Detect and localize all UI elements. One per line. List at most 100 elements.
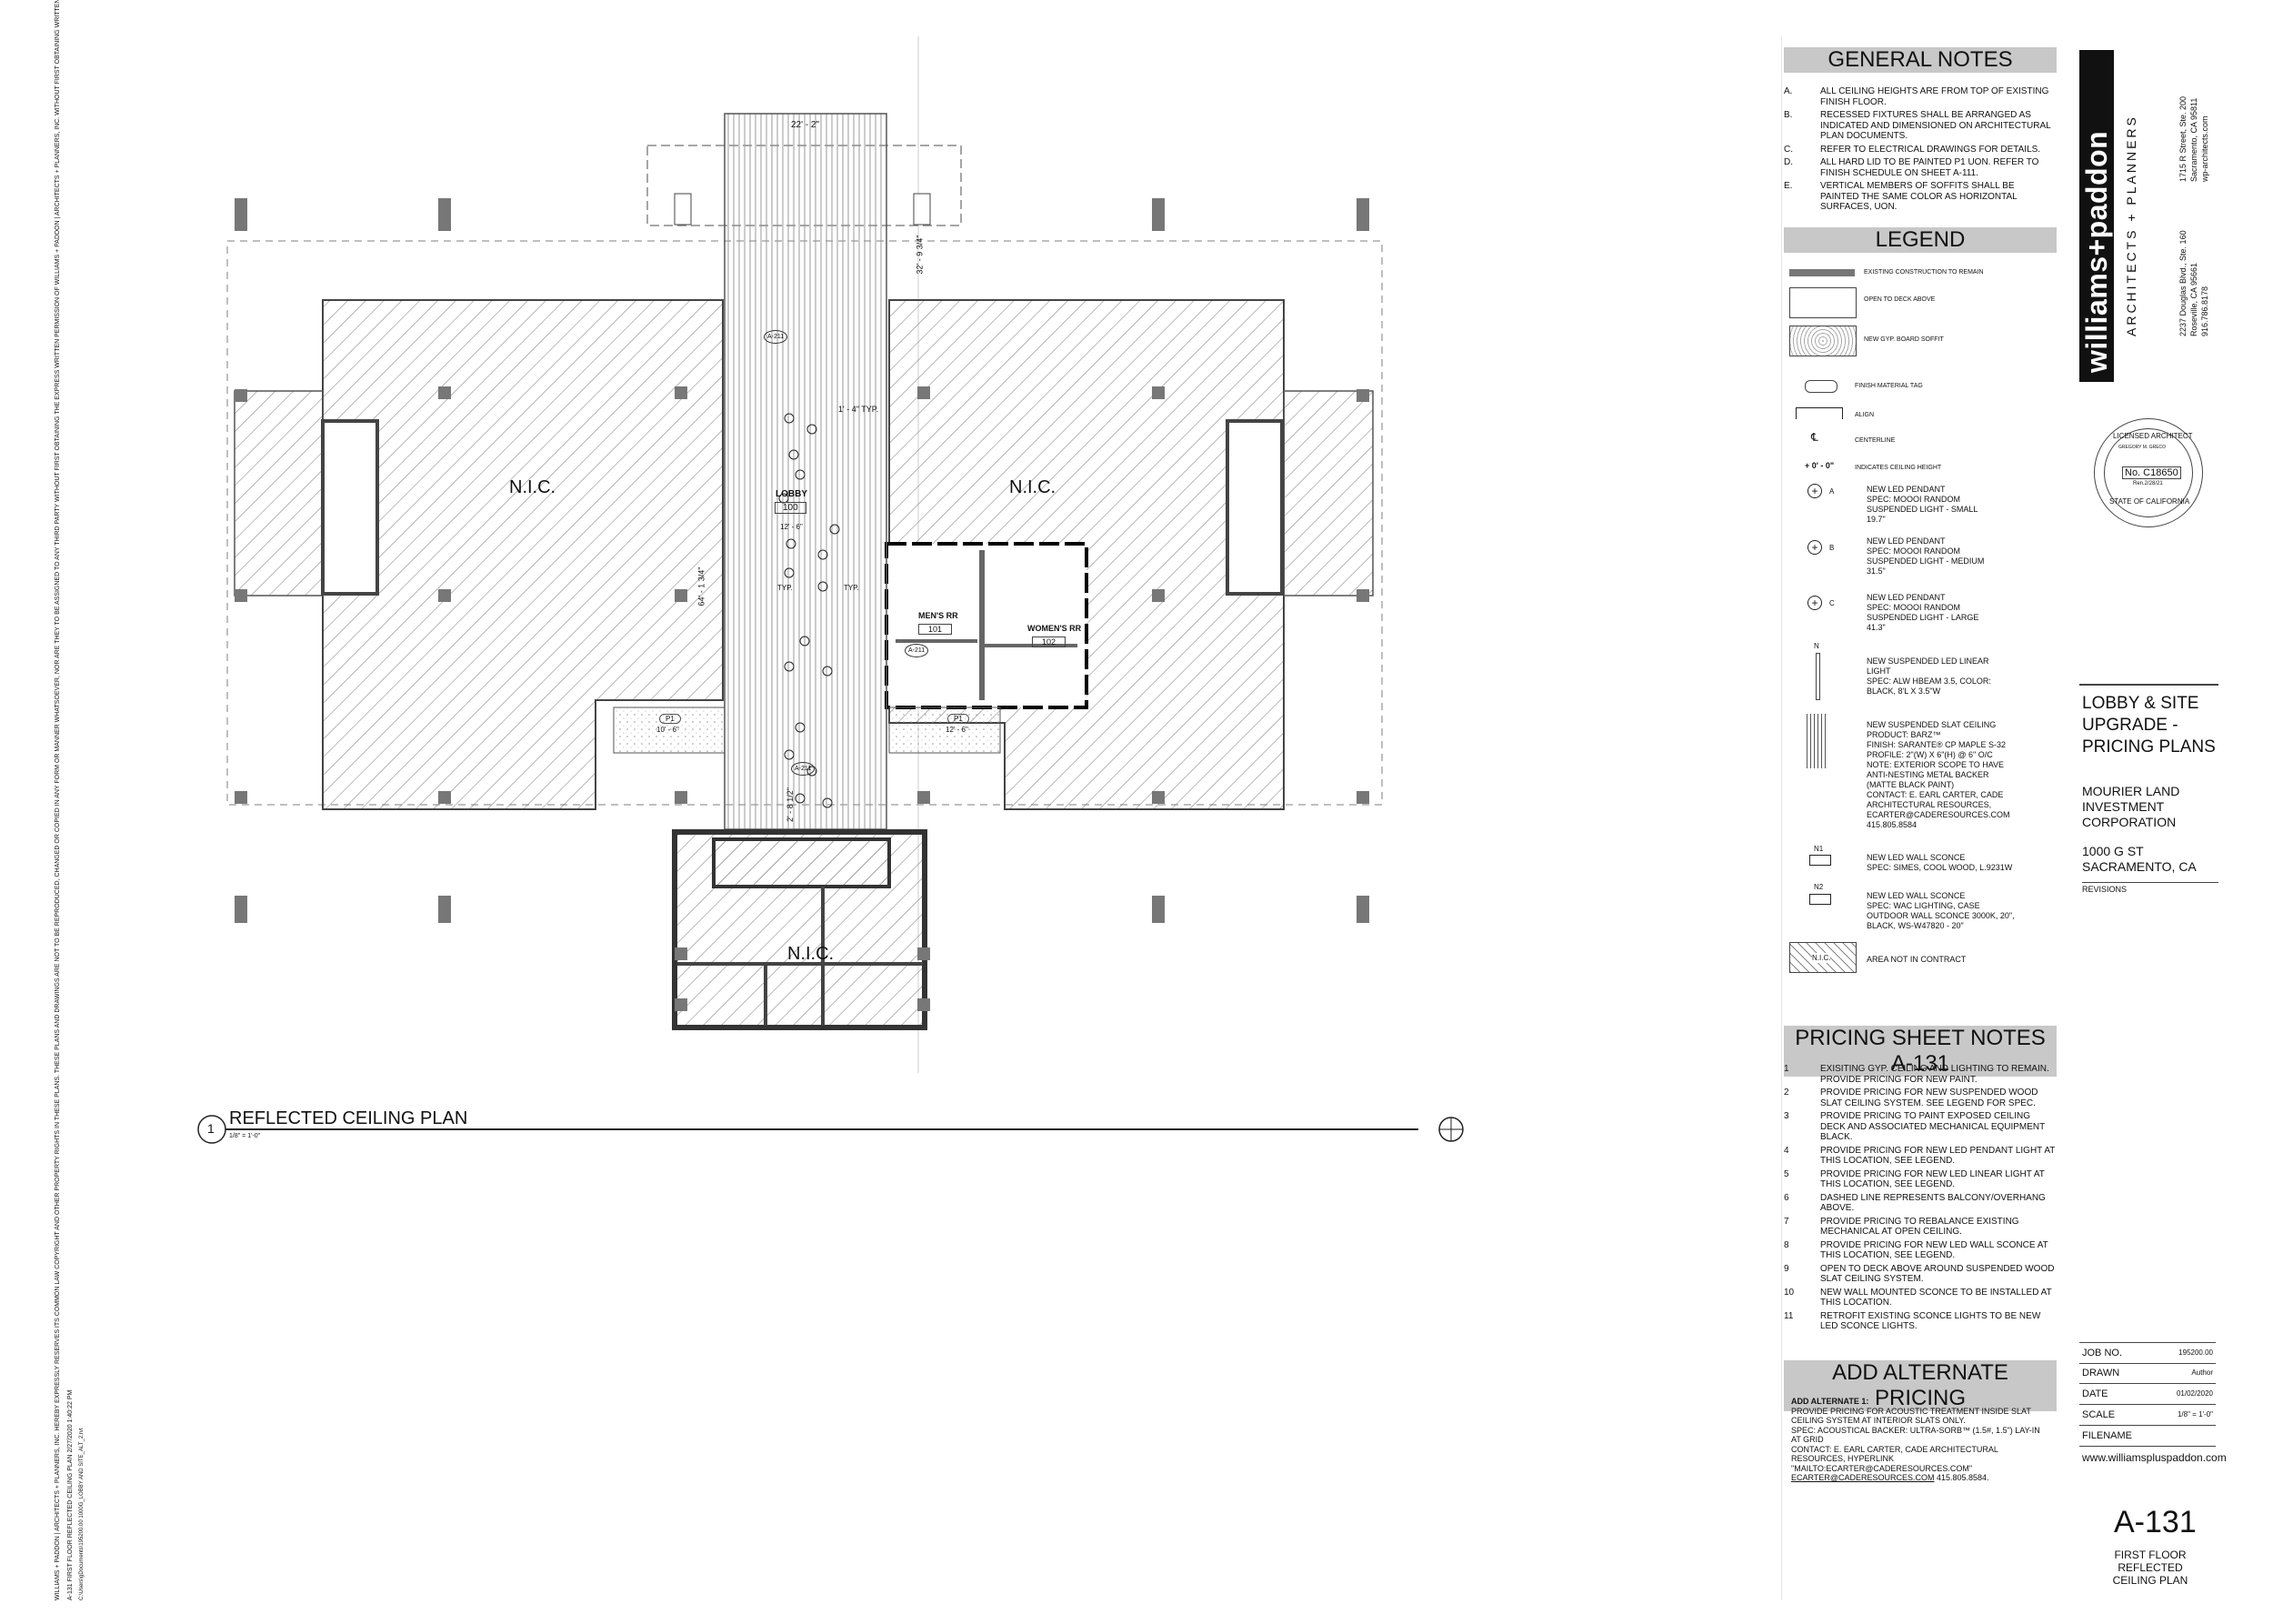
note-text: PROVIDE PRICING FOR NEW LED PENDANT LIGH… — [1820, 1145, 2056, 1167]
legend-pendant-c-tag: C — [1829, 599, 1835, 607]
note-item: 4 PROVIDE PRICING FOR NEW LED PENDANT LIG… — [1784, 1146, 2057, 1167]
firm-phone: 916.786.8178 — [2200, 286, 2209, 336]
stamp-top: LICENSED ARCHITECT — [2113, 432, 2193, 440]
note-text: RETROFIT EXISTING SCONCE LIGHTS TO BE NE… — [1820, 1310, 2041, 1332]
legend-n1-tag: N1 — [1814, 845, 1824, 853]
title-block-filename: FILENAME — [2079, 1426, 2216, 1447]
firm-address-3: 2237 Douglas Blvd., Ste. 160 — [2178, 230, 2188, 336]
note-key: 6 — [1784, 1192, 1789, 1203]
firm-address-1: 1715 R Street, Ste. 200 — [2178, 95, 2188, 182]
firm-web-1: wp-architects.com — [2200, 115, 2209, 182]
centerline-icon: ℄ — [1811, 431, 1818, 444]
note-text: PROVIDE PRICING FOR NEW SUSPENDED WOOD S… — [1820, 1088, 2038, 1108]
note-item: 8 PROVIDE PRICING FOR NEW LED WALL SCONCE… — [1784, 1240, 2057, 1261]
note-key: 4 — [1784, 1145, 1789, 1156]
alternate-text: PROVIDE PRICING FOR ACOUSTIC TREATMENT I… — [1791, 1406, 2040, 1473]
legend-linear-tag: N — [1814, 642, 1819, 650]
note-text: RECESSED FIXTURES SHALL BE ARRANGED AS I… — [1820, 110, 2051, 141]
note-key: 1 — [1784, 1064, 1789, 1074]
dimension-vertical-1: 32' - 9 3/4" — [915, 235, 925, 275]
pricing-notes-header: PRICING SHEET NOTES A-131 — [1784, 1026, 2057, 1077]
note-text: PROVIDE PRICING FOR NEW LED LINEAR LIGHT… — [1820, 1168, 2045, 1190]
legend-pendant-c: NEW LED PENDANT SPEC: MOOOI RANDOM SUSPE… — [1867, 593, 1979, 632]
note-key: 11 — [1784, 1310, 1794, 1321]
stamp-renewal: Ren.2/28/21 — [2133, 481, 2163, 486]
legend-existing-swatch — [1789, 269, 1855, 276]
legend-open-deck-label: OPEN TO DECK ABOVE — [1864, 296, 1936, 303]
alternate-email-link[interactable]: ECARTER@CADERESOURCES.COM — [1791, 1473, 1935, 1482]
p1-tag-right: P1 — [947, 714, 969, 724]
note-item: B.RECESSED FIXTURES SHALL BE ARRANGED AS… — [1784, 110, 2052, 142]
lobby-room-name: LOBBY — [776, 489, 807, 499]
section-ref-bottom: A-211 — [791, 762, 816, 776]
reflected-ceiling-plan-drawing — [197, 36, 1782, 1600]
alternate-header: ADD ALTERNATE PRICING — [1784, 1360, 2057, 1411]
section-ref-top: A-211 — [764, 330, 788, 344]
linear-light-icon — [1816, 653, 1820, 700]
n2-sconce-icon — [1809, 894, 1831, 905]
pendant-a-icon: + — [1807, 484, 1822, 498]
note-item: C.REFER TO ELECTRICAL DRAWINGS FOR DETAI… — [1784, 145, 2052, 155]
p1-height-left: 10' - 6" — [656, 726, 679, 734]
legend-finish-tag-symbol — [1805, 380, 1837, 393]
note-text: PROVIDE PRICING FOR NEW LED WALL SCONCE … — [1820, 1239, 2048, 1261]
note-text: DASHED LINE REPRESENTS BALCONY/OVERHANG … — [1820, 1192, 2046, 1214]
note-text: PROVIDE PRICING TO REBALANCE EXISTING ME… — [1820, 1216, 2019, 1238]
alternate-contact: ECARTER@CADERESOURCES.COM 415.805.8584. — [1791, 1473, 2050, 1483]
general-notes-list: A. ALL CEILING HEIGHTS ARE FROM TOP OF EX… — [1784, 86, 2052, 216]
legend-align-label: ALIGN — [1855, 412, 1875, 418]
note-item: 6 DASHED LINE REPRESENTS BALCONY/OVERHANG… — [1784, 1193, 2057, 1214]
project-block-line — [2079, 684, 2218, 686]
note-key: 2 — [1784, 1088, 1789, 1098]
firm-address-4: Roseville, CA 95661 — [2189, 262, 2198, 336]
alternate-heading: ADD ALTERNATE 1: — [1791, 1397, 1869, 1406]
mens-rr-name: MEN'S RR — [918, 611, 958, 620]
note-item: E.VERTICAL MEMBERS OF SOFFITS SHALL BE P… — [1784, 181, 2052, 213]
n1-sconce-icon — [1809, 855, 1831, 866]
lobby-room-number: 100 — [775, 502, 806, 514]
note-text: OPEN TO DECK ABOVE AROUND SUSPENDED WOOD… — [1820, 1263, 2055, 1285]
note-key: 8 — [1784, 1239, 1789, 1250]
note-key: A. — [1784, 86, 1793, 96]
note-text: NEW WALL MOUNTED SCONCE TO BE INSTALLED … — [1820, 1287, 2052, 1308]
dimension-top: 22' - 2" — [791, 120, 820, 130]
note-text: ALL CEILING HEIGHTS ARE FROM TOP OF EXIS… — [1820, 86, 2049, 107]
note-text: REFER TO ELECTRICAL DRAWINGS FOR DETAILS… — [1820, 144, 2041, 155]
mens-rr-number: 101 — [918, 624, 953, 635]
sheet-number: A-131 — [2114, 1505, 2197, 1539]
dimension-vertical-4: 2' - 8 1/2" — [785, 787, 795, 822]
note-item: A. ALL CEILING HEIGHTS ARE FROM TOP OF EX… — [1784, 86, 2052, 107]
p1-height-right: 12' - 6" — [946, 726, 968, 734]
legend-pendant-b: NEW LED PENDANT SPEC: MOOOI RANDOM SUSPE… — [1867, 536, 1985, 576]
note-item: 11 RETROFIT EXISTING SCONCE LIGHTS TO BE … — [1784, 1311, 2057, 1332]
align-icon — [1796, 407, 1843, 419]
slat-ceiling-swatch — [1807, 714, 1828, 768]
legend-open-deck-swatch — [1789, 287, 1857, 318]
firm-tagline: ARCHITECTS + PLANNERS — [2124, 115, 2138, 336]
note-text: VERTICAL MEMBERS OF SOFFITS SHALL BE PAI… — [1820, 181, 2018, 212]
drawing-title: REFLECTED CEILING PLAN — [229, 1108, 468, 1128]
firm-website[interactable]: www.williamspluspaddon.com — [2082, 1451, 2227, 1464]
legend-gyp-swatch — [1789, 326, 1857, 356]
legend-centerline-label: CENTERLINE — [1855, 437, 1896, 444]
legend-header: LEGEND — [1784, 227, 2057, 253]
typ-label-2: TYP. — [844, 584, 859, 592]
legend-n2: NEW LED WALL SCONCE SPEC: WAC LIGHTING, … — [1867, 891, 2015, 930]
section-ref-mens: A-211 — [905, 644, 929, 657]
p1-tag-left: P1 — [659, 714, 681, 724]
womens-rr-number: 102 — [1032, 637, 1066, 647]
typ-label-1: TYP. — [777, 584, 793, 592]
legend-pendant-b-tag: B — [1829, 544, 1835, 552]
title-block-job: JOB NO.195200.00 — [2079, 1342, 2216, 1364]
firm-logo: williams+paddon — [2080, 130, 2113, 373]
